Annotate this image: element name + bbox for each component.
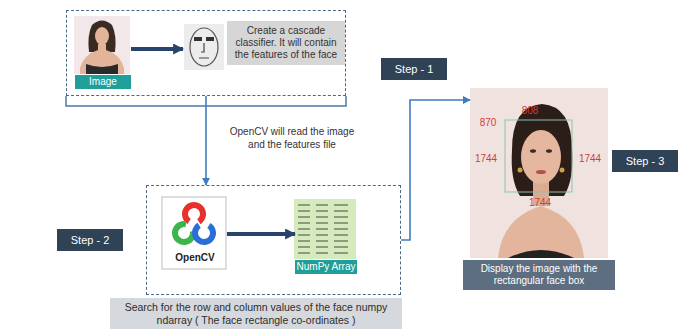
classifier-box: Create a cascade classifier. It will con… — [183, 21, 345, 77]
step-label: Step - 1 — [381, 58, 447, 80]
face-feature-icon — [184, 24, 224, 70]
shoulders — [498, 206, 584, 258]
dimension-number: 1744 — [579, 153, 601, 164]
image-label: Image — [75, 75, 131, 89]
lips — [536, 170, 546, 174]
hair — [512, 104, 573, 196]
classifier-text: Create a cascade classifier. It will con… — [227, 21, 345, 65]
step-label: Step - 2 — [57, 229, 123, 251]
logo-text: OpenCV — [163, 252, 227, 263]
icon-background — [184, 24, 224, 70]
image-card: Image — [75, 17, 131, 89]
connector-label: OpenCV will read the image and the featu… — [222, 126, 362, 151]
image-caption: Display the image with the rectangular f… — [463, 260, 615, 290]
dimension-number: 808 — [522, 105, 539, 116]
logo-frame — [162, 197, 226, 269]
photo-background — [74, 16, 130, 74]
description-text: Search for the row and column values of … — [110, 298, 402, 329]
photo-background — [470, 88, 608, 258]
array-values — [298, 205, 348, 253]
flow-arrow — [205, 96, 207, 185]
chevron-arrow — [131, 47, 183, 51]
description-band: Search for the row and column values of … — [110, 298, 402, 329]
numpy-array-picture — [294, 199, 356, 259]
portrait-thumbnail — [74, 16, 130, 74]
green-ring — [173, 222, 194, 243]
dimension-number: 1744 — [529, 197, 551, 208]
step-group: Step - 1ImageCreate a cascade classifier… — [66, 10, 346, 96]
array-label: NumPy Array — [295, 260, 357, 274]
chevron-arrow — [227, 232, 295, 236]
opencv-logo — [162, 197, 226, 269]
feature-block — [206, 37, 214, 41]
face — [521, 130, 561, 184]
step-label: Step - 3 — [612, 150, 678, 172]
eye — [546, 149, 552, 153]
flow-arrow — [401, 100, 470, 240]
dress — [508, 250, 574, 258]
face-rectangle — [505, 120, 572, 192]
numpy-card: NumPy Array — [295, 200, 357, 274]
face — [95, 27, 109, 45]
dress — [86, 64, 118, 74]
blue-ring — [192, 221, 217, 246]
face-outline — [190, 28, 218, 66]
array-background — [294, 199, 356, 259]
dimension-number: 1744 — [475, 153, 497, 164]
shoulders — [80, 44, 124, 74]
result-portrait — [470, 88, 608, 258]
eye — [530, 149, 536, 153]
opencv-box: OpenCV — [163, 198, 227, 270]
earring — [518, 168, 523, 173]
step-group: Step - 2OpenCVNumPy Array — [146, 185, 401, 295]
dimension-number: 870 — [480, 117, 497, 128]
feature-block — [194, 37, 202, 41]
face-lines — [199, 43, 209, 58]
earring — [560, 168, 565, 173]
